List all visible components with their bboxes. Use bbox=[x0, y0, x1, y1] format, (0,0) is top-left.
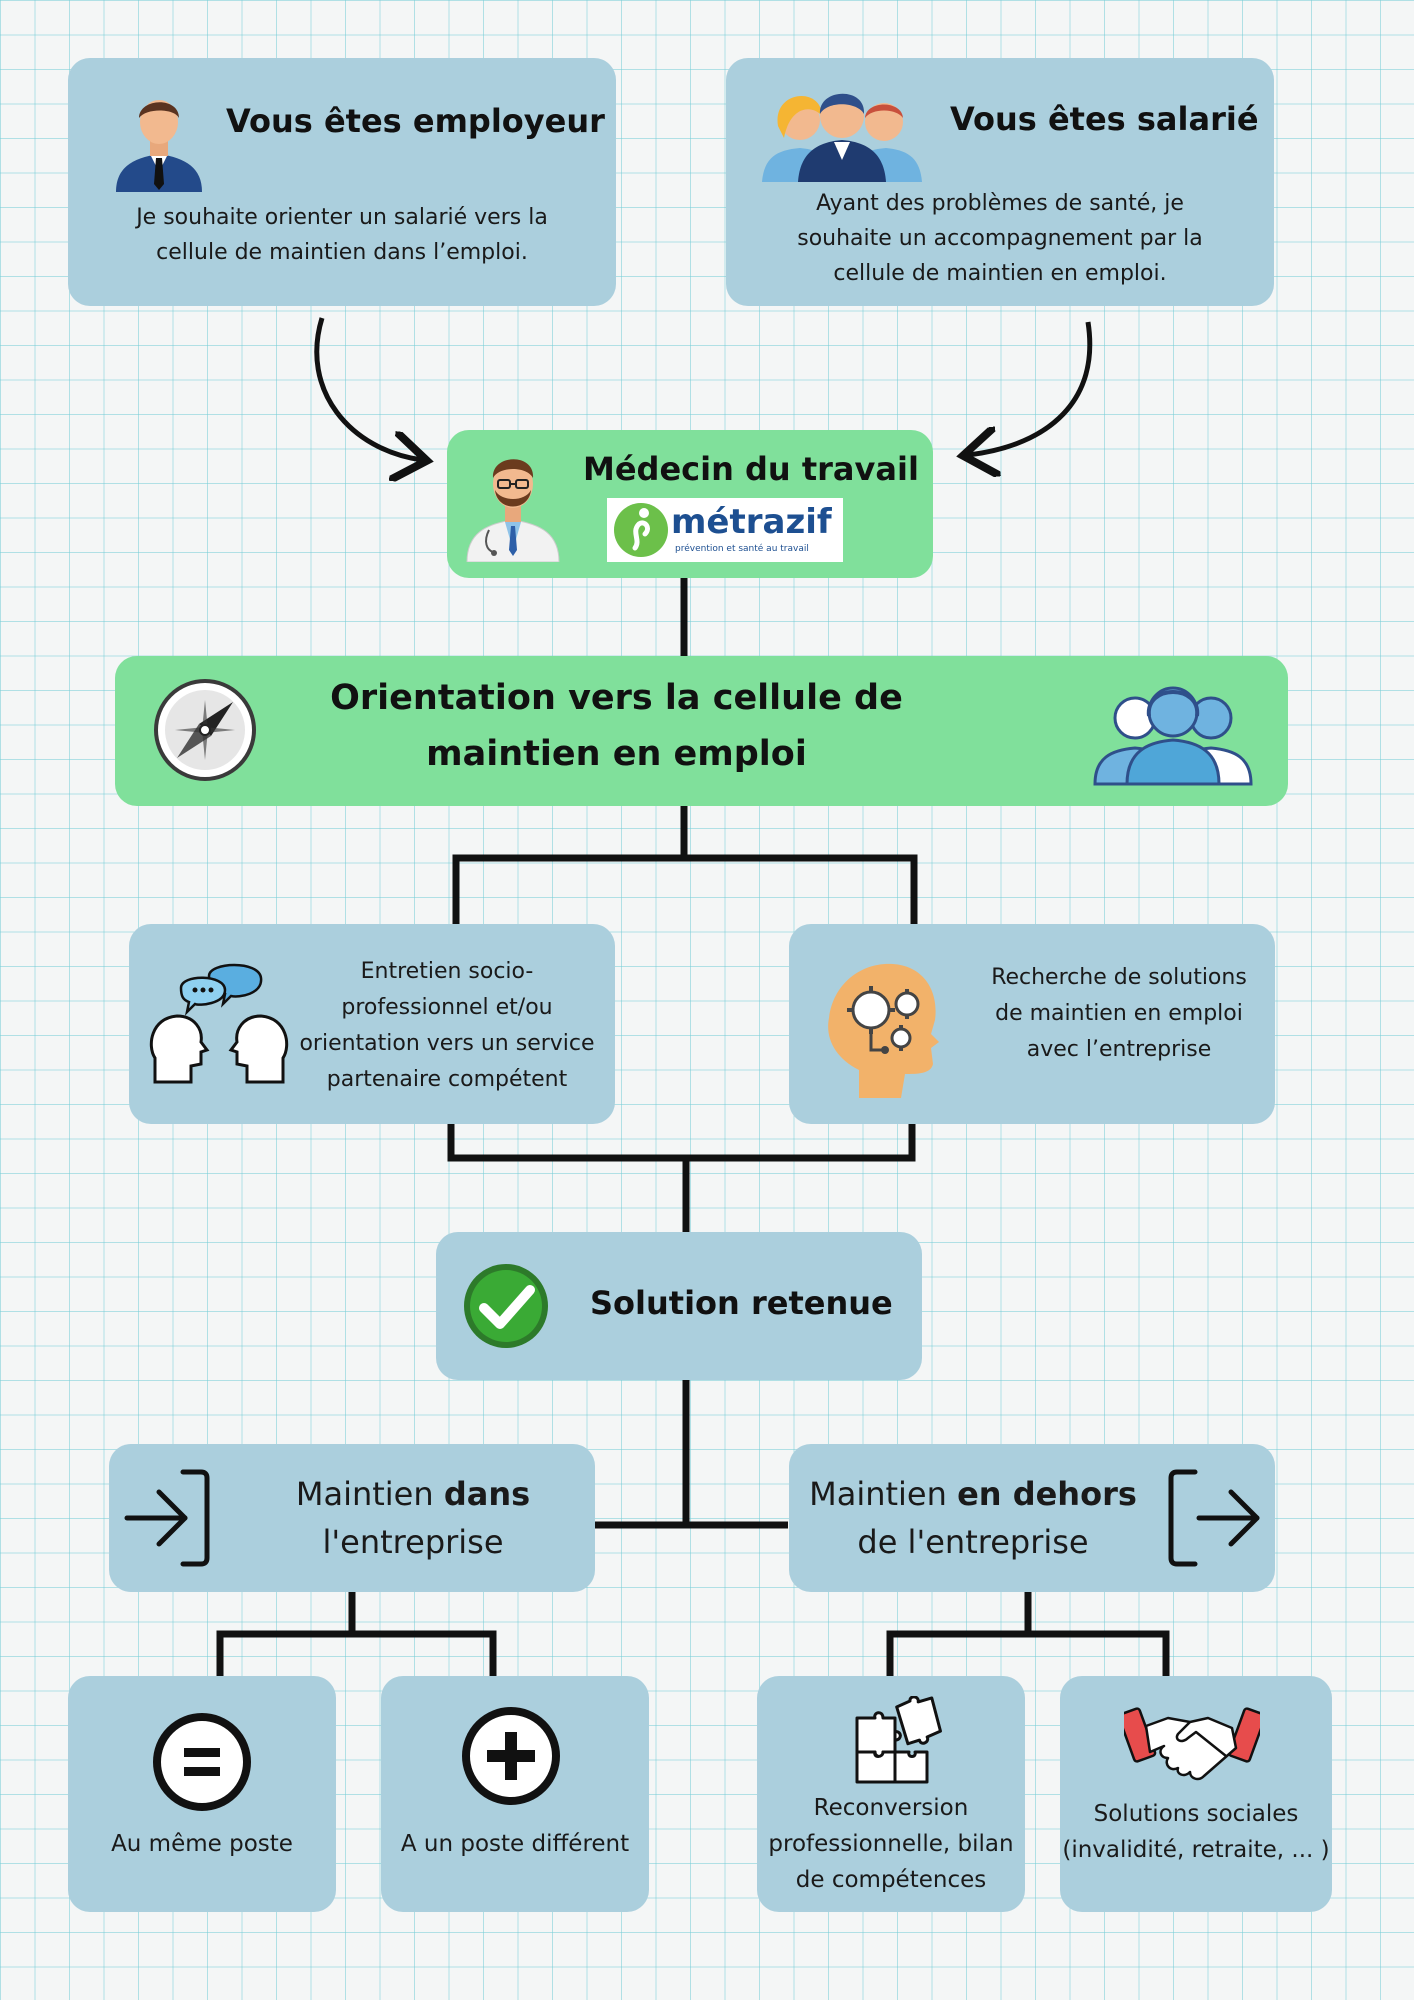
other-post-label: A un poste différent bbox=[400, 1831, 630, 1857]
employer-text-line: cellule de maintien dans l’emploi. bbox=[156, 240, 528, 265]
research-text-line: Recherche de solutions bbox=[991, 965, 1247, 990]
checkmark-icon bbox=[462, 1262, 550, 1350]
maintain-outside-line2: de l'entreprise bbox=[857, 1523, 1089, 1561]
metrazif-logo-tagline: prévention et santé au travail bbox=[675, 544, 809, 554]
orientation-title-line: maintien en emploi bbox=[426, 734, 807, 774]
social-text-line: (invalidité, retraite, ... ) bbox=[1062, 1837, 1330, 1863]
social-box: Solutions sociales (invalidité, retraite… bbox=[1060, 1676, 1332, 1912]
orientation-title-line: Orientation vers la cellule de bbox=[330, 678, 903, 718]
arrow-out-icon bbox=[1159, 1468, 1263, 1568]
maintain-inside-box: Maintien dans l'entreprise bbox=[109, 1444, 595, 1592]
arrow-employer-to-doctor bbox=[314, 317, 422, 460]
team-icon bbox=[762, 80, 922, 182]
plus-icon bbox=[461, 1706, 561, 1806]
employer-text-line: Je souhaite orienter un salarié vers la bbox=[136, 205, 548, 230]
research-box: Recherche de solutions de maintien en em… bbox=[789, 924, 1275, 1124]
research-text-line: de maintien en emploi bbox=[995, 1001, 1243, 1026]
interview-text-line: partenaire compétent bbox=[326, 1067, 568, 1092]
interview-text-line: orientation vers un service bbox=[299, 1031, 595, 1056]
reconversion-text-line: Reconversion bbox=[813, 1795, 969, 1821]
social-text-line: Solutions sociales bbox=[1093, 1801, 1299, 1827]
doctor-icon bbox=[465, 446, 561, 562]
orientation-box: Orientation vers la cellule de maintien … bbox=[115, 656, 1288, 806]
doctor-box: Médecin du travail métrazif prévention e… bbox=[447, 430, 933, 578]
maintain-inside-line1: Maintien dans bbox=[295, 1475, 531, 1513]
metrazif-logo-text: métrazif bbox=[671, 502, 832, 542]
conversation-icon bbox=[149, 958, 289, 1086]
employee-title: Vous êtes salarié bbox=[950, 100, 1259, 138]
arrow-in-icon bbox=[123, 1468, 227, 1568]
solution-title: Solution retenue bbox=[590, 1284, 893, 1322]
interview-text-line: Entretien socio- bbox=[360, 959, 534, 984]
solution-box: Solution retenue bbox=[436, 1232, 922, 1380]
same-post-label: Au même poste bbox=[111, 1831, 293, 1857]
employee-text-line: Ayant des problèmes de santé, je bbox=[816, 191, 1184, 216]
reconversion-box: Reconversion professionnelle, bilan de c… bbox=[757, 1676, 1025, 1912]
employer-box: Vous êtes employeur Je souhaite orienter… bbox=[68, 58, 616, 306]
group-icon bbox=[1091, 678, 1255, 786]
compass-icon bbox=[153, 678, 257, 782]
businessman-icon bbox=[112, 88, 206, 192]
doctor-title: Médecin du travail bbox=[583, 450, 919, 488]
reconversion-text-line: professionnelle, bilan bbox=[768, 1831, 1014, 1857]
research-text-line: avec l’entreprise bbox=[1026, 1037, 1212, 1062]
same-post-box: Au même poste bbox=[68, 1676, 336, 1912]
employee-text-line: souhaite un accompagnement par la bbox=[797, 226, 1203, 251]
puzzle-icon bbox=[853, 1696, 943, 1786]
interview-box: Entretien socio- professionnel et/ou ori… bbox=[129, 924, 615, 1124]
maintain-inside-line2: l'entreprise bbox=[322, 1523, 504, 1561]
metrazif-logo: métrazif prévention et santé au travail bbox=[607, 498, 843, 562]
interview-text-line: professionnel et/ou bbox=[341, 995, 553, 1020]
employee-text-line: cellule de maintien en emploi. bbox=[833, 261, 1167, 286]
other-post-box: A un poste différent bbox=[381, 1676, 649, 1912]
equals-icon bbox=[152, 1712, 252, 1812]
employer-title: Vous êtes employeur bbox=[226, 102, 605, 140]
brain-gears-icon bbox=[821, 958, 939, 1098]
handshake-icon bbox=[1124, 1702, 1260, 1786]
arrow-employee-to-doctor bbox=[968, 321, 1093, 455]
reconversion-text-line: de compétences bbox=[795, 1867, 987, 1893]
employee-box: Vous êtes salarié Ayant des problèmes de… bbox=[726, 58, 1274, 306]
maintain-outside-line1: Maintien en dehors bbox=[809, 1475, 1137, 1513]
maintain-outside-box: Maintien en dehors de l'entreprise bbox=[789, 1444, 1275, 1592]
